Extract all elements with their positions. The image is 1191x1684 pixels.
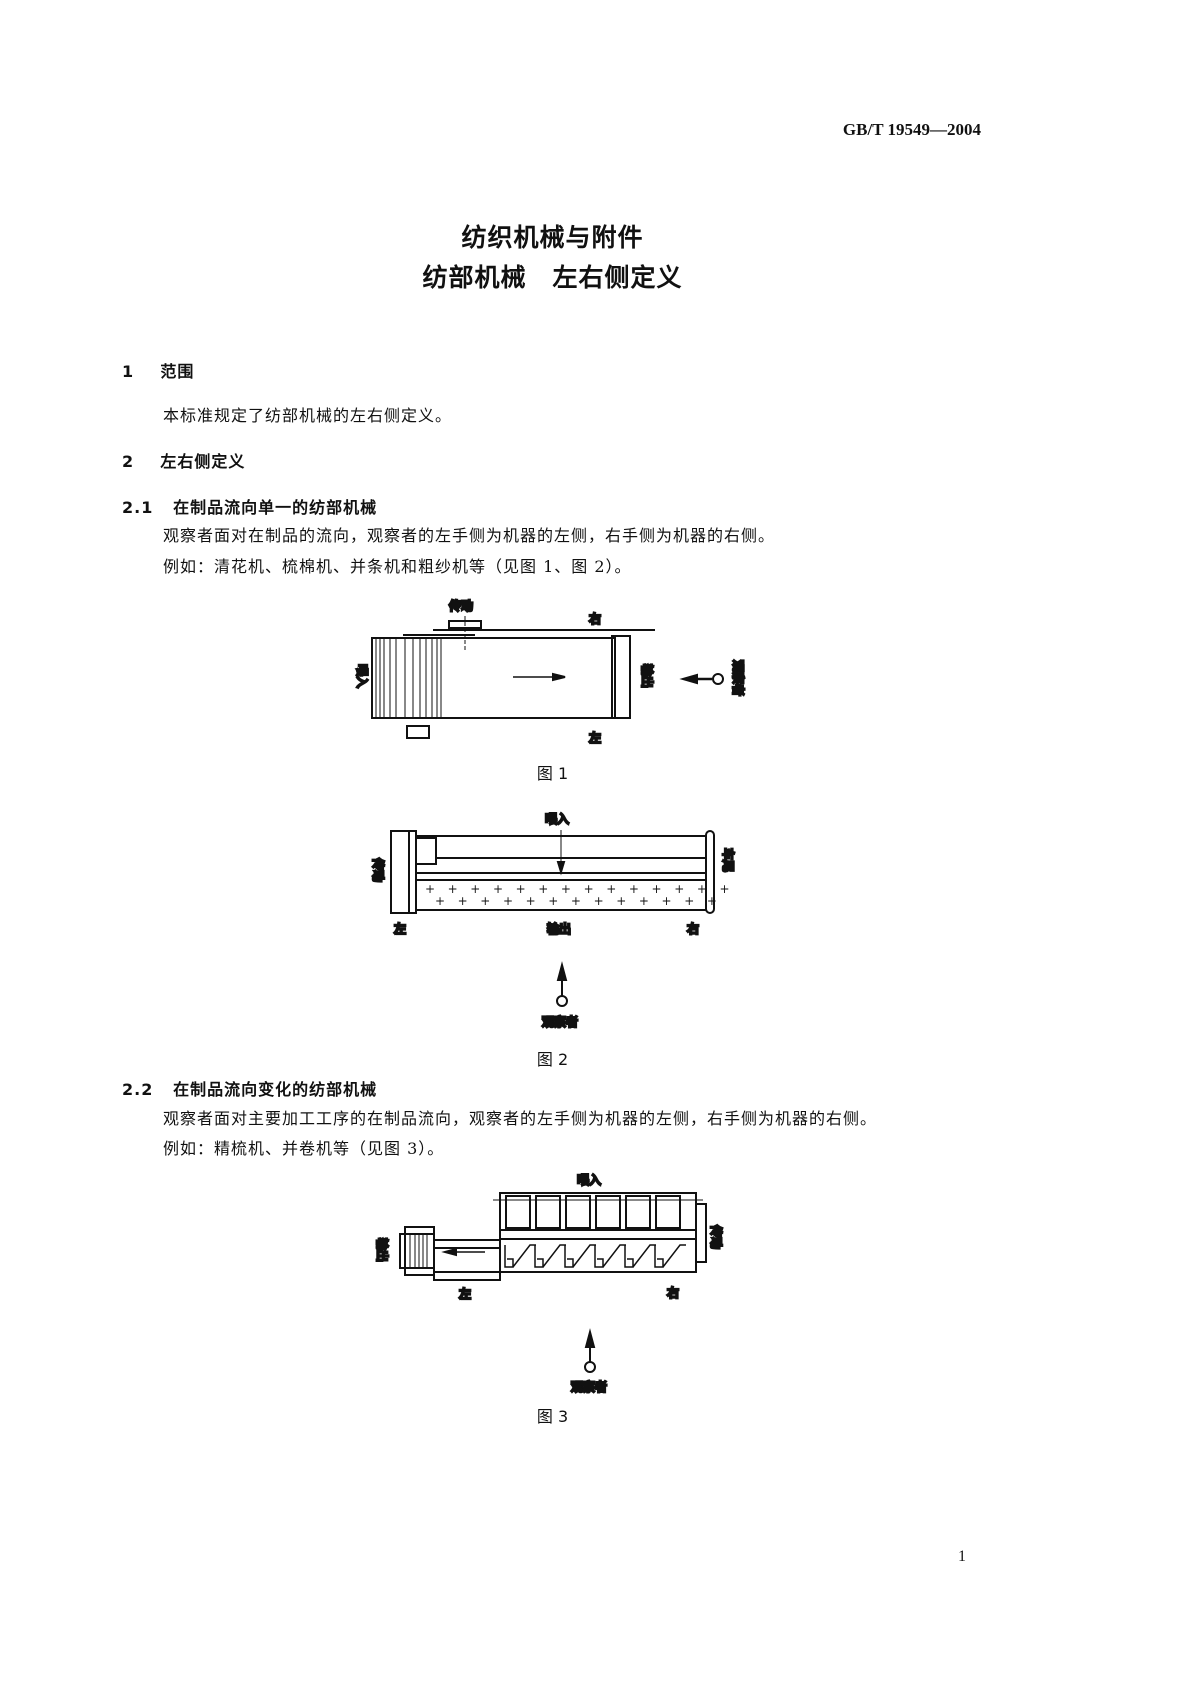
fig2-left-label: 左: [393, 921, 406, 936]
fig1-right-label: 右: [588, 611, 601, 626]
fig1-output-label: 输出: [640, 664, 655, 688]
fig3-observer-label: 观察者: [571, 1379, 607, 1394]
fig3-right-label: 右: [666, 1285, 679, 1300]
fig2-observer-label: 观察者: [542, 1014, 578, 1029]
page-number: 1: [958, 1548, 966, 1565]
fig3-combing-units: [504, 1244, 686, 1268]
fig2-drive-end: [390, 830, 410, 914]
figure-2-caption: 图 2: [536, 1050, 569, 1069]
subsection-2-1-heading: 2.1 在制品流向单一的纺部机械: [122, 498, 378, 517]
standard-number: GB/T 19549—2004: [842, 120, 981, 139]
section-2-heading: 2 左右侧定义: [122, 452, 246, 471]
fig2-observer-icon: [556, 995, 568, 1007]
fig1-observer-label: 观察者: [731, 660, 746, 696]
fig3-output-label: 输出: [375, 1238, 390, 1262]
subsection-2-2-paragraph: 观察者面对主要加工工序的在制品流向，观察者的左手侧为机器的左侧，右手侧为机器的右…: [163, 1109, 878, 1128]
fig1-left-label: 左: [588, 730, 601, 745]
figure-1: 传动 右 左 喂入 输出 观察者: [354, 597, 747, 746]
fig1-feed-label: 喂入: [355, 664, 369, 688]
fig2-spindles: ++++++++++++++ +++++++++++++: [425, 882, 742, 908]
subsection-2-2-heading: 2.2 在制品流向变化的纺部机械: [122, 1080, 378, 1099]
fig1-drive-label: 传动: [448, 598, 473, 613]
svg-text:++++++++++++++: ++++++++++++++: [425, 882, 742, 896]
figure-1-caption: 图 1: [536, 764, 569, 783]
svg-text:+++++++++++++: +++++++++++++: [435, 894, 730, 908]
document-title: 纺织机械与附件: [461, 223, 644, 252]
section-1-paragraph: 本标准规定了纺部机械的左右侧定义。: [163, 406, 453, 425]
fig1-lap-roll: [375, 638, 442, 718]
subsection-2-1-paragraph: 观察者面对在制品的流向，观察者的左手侧为机器的左侧，右手侧为机器的右侧。: [163, 526, 776, 545]
figure-2: 喂入 ++++++++++++++ +++++++++++++ 传动 车尾 左 …: [370, 811, 742, 1030]
fig3-left-label: 左: [458, 1286, 471, 1301]
fig2-right-label: 右: [686, 921, 699, 936]
fig1-machine-body: [371, 637, 616, 719]
subsection-2-2-example: 例如：精梳机、并卷机等（见图 3）。: [163, 1139, 445, 1158]
fig2-feed-label: 喂入: [545, 812, 569, 826]
figure-3: 喂入 输出 传动 左 右 观察者: [374, 1172, 725, 1395]
subsection-2-1-example: 例如：清花机、梳棉机、并条机和粗纱机等（见图 1、图 2）。: [163, 557, 632, 576]
fig1-observer-icon: [712, 673, 724, 685]
fig3-feed-label: 喂入: [577, 1173, 601, 1187]
section-1-heading: 1 范围: [122, 362, 195, 381]
document-subtitle: 纺部机械 左右侧定义: [422, 263, 683, 292]
fig2-output-label: 输出: [547, 921, 571, 936]
fig3-lap-rolls: [505, 1195, 681, 1229]
figure-3-caption: 图 3: [536, 1407, 569, 1426]
fig2-drive-label: 传动: [371, 857, 386, 882]
fig3-drive-label: 传动: [709, 1224, 724, 1249]
fig2-tail-label: 车尾: [721, 848, 736, 872]
fig3-observer-icon: [584, 1361, 596, 1373]
